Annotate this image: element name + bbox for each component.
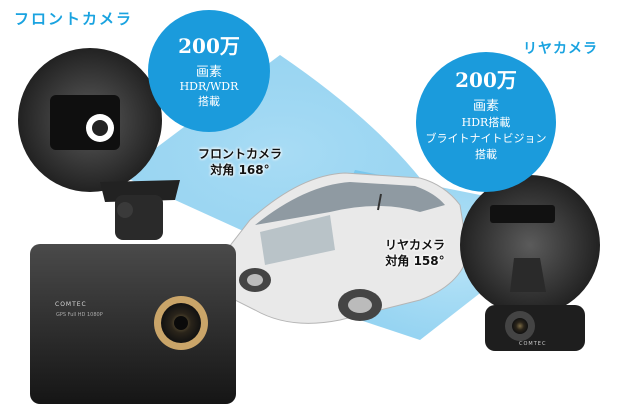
- rear-spec-bubble: 200万 画素 HDR搭載 ブライトナイトビジョン 搭載: [416, 52, 556, 192]
- rear-resolution-unit: 画素: [472, 99, 499, 114]
- rear-equipped: 搭載: [475, 148, 497, 161]
- front-angle-label: フロントカメラ 対角 168°: [198, 146, 282, 178]
- rear-brand-logo: COMTEC: [519, 341, 547, 347]
- front-spec-text: GPS Full HD 1080P: [56, 312, 103, 318]
- front-resolution-unit: 画素: [195, 65, 222, 80]
- front-equipped: 搭載: [198, 95, 220, 108]
- front-camera-title: フロントカメラ: [14, 10, 134, 28]
- front-spec-bubble: 200万 画素 HDR/WDR 搭載: [148, 10, 270, 132]
- car-illustration: [214, 172, 469, 324]
- front-angle-name: フロントカメラ: [198, 147, 283, 161]
- front-dashcam: [30, 180, 236, 404]
- rear-angle-value: 対角 158°: [385, 254, 445, 268]
- rear-feature-hdr: HDR搭載: [461, 116, 511, 129]
- front-resolution: 200万: [178, 34, 240, 58]
- front-angle-value: 対角 168°: [210, 163, 270, 177]
- rear-feature-night: ブライトナイトビジョン: [425, 132, 547, 145]
- rear-inset-photo: [460, 175, 600, 315]
- front-feature: HDR/WDR: [179, 80, 239, 93]
- rear-angle-name: リヤカメラ: [385, 238, 446, 252]
- rear-resolution: 200万: [455, 68, 517, 92]
- rear-camera: [485, 258, 585, 351]
- rear-camera-title: リヤカメラ: [523, 41, 598, 57]
- rear-angle-label: リヤカメラ 対角 158°: [385, 237, 445, 269]
- front-brand-logo: COMTEC: [55, 301, 87, 308]
